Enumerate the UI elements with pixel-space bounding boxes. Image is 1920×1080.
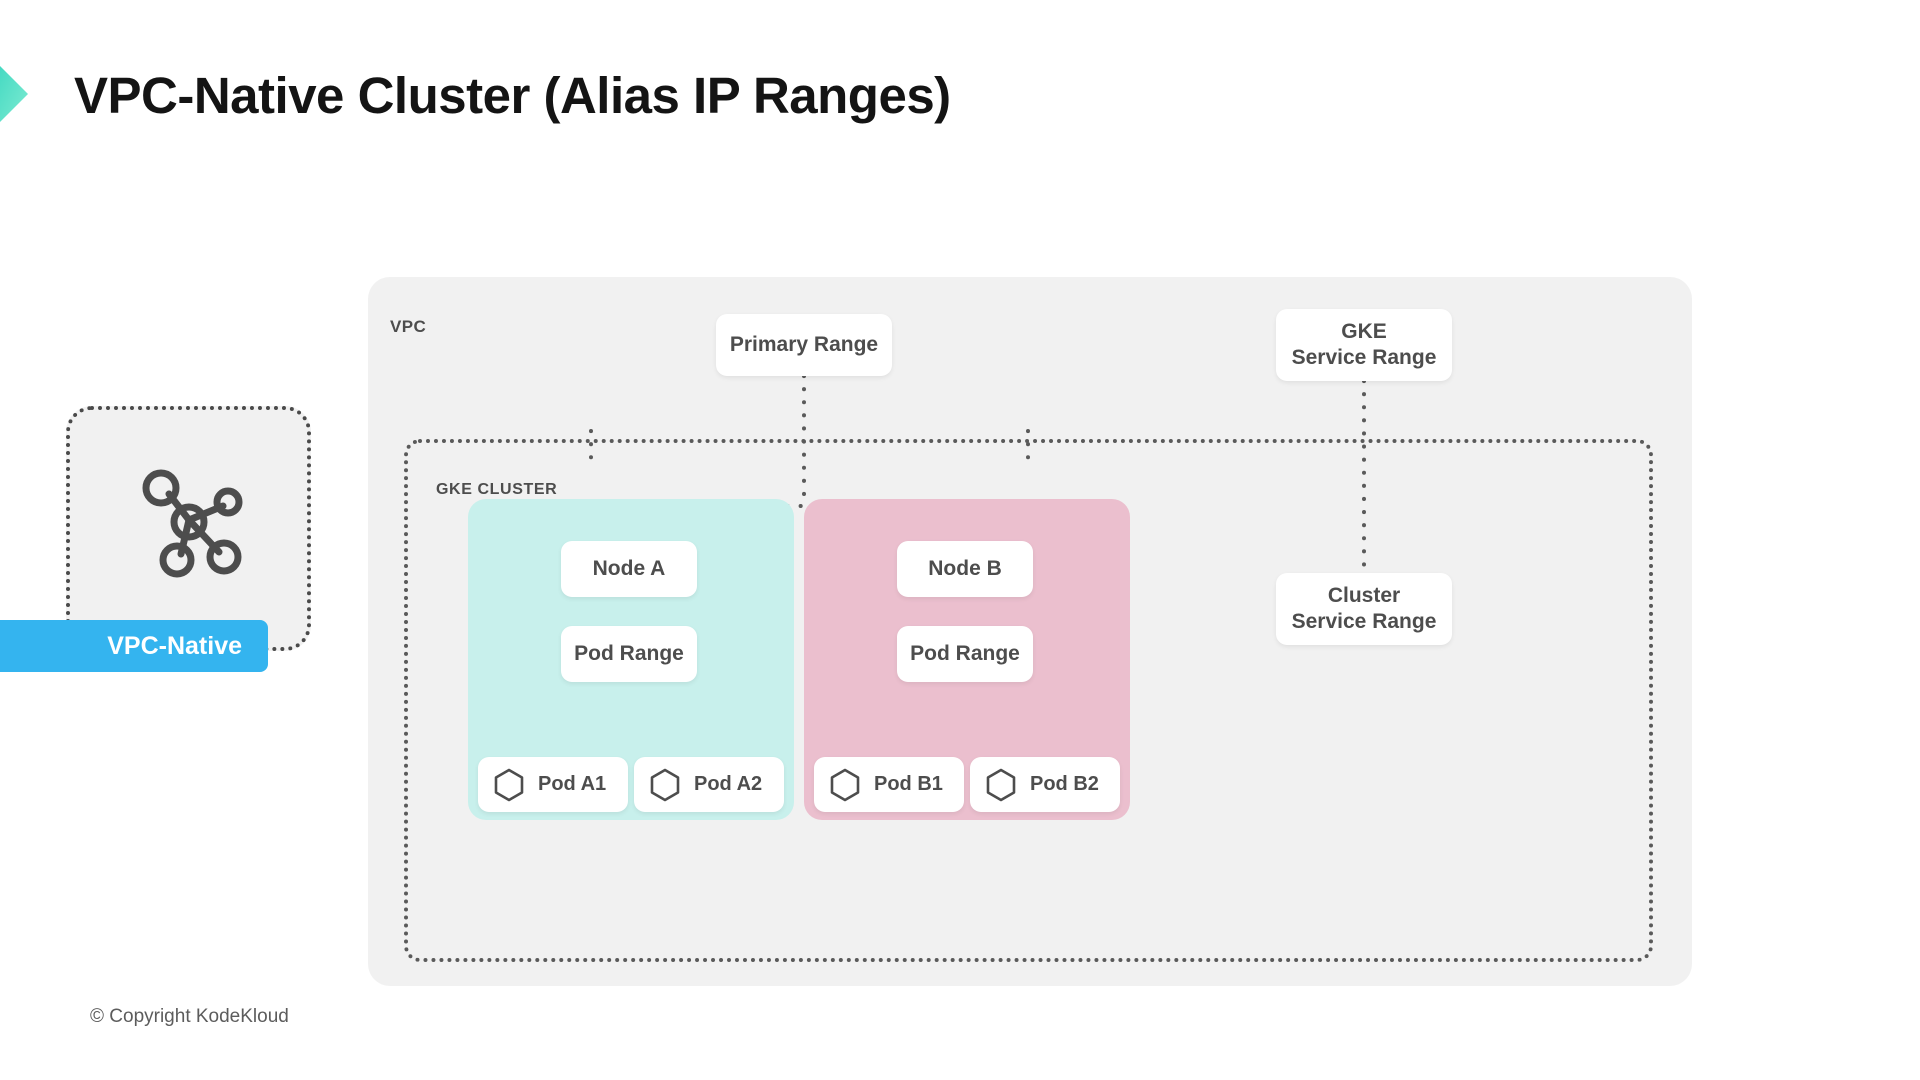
pod-a2-label: Pod A2 [694, 773, 763, 796]
hexagon-pod-icon [650, 768, 680, 801]
vpc-native-callout-card [66, 406, 311, 651]
hexagon-pod-icon [494, 768, 524, 801]
gke-service-range-box[interactable]: GKE Service Range [1276, 309, 1452, 381]
pod-range-a-box[interactable]: Pod Range [561, 626, 697, 682]
vpc-native-badge-label: VPC-Native [107, 631, 242, 660]
pod-range-b-box[interactable]: Pod Range [897, 626, 1033, 682]
gke-service-range-line2: Service Range [1291, 346, 1437, 369]
pod-a1-box[interactable]: Pod A1 [478, 757, 628, 812]
vpc-label: VPC [390, 317, 427, 336]
node-a-box[interactable]: Node A [561, 541, 697, 597]
cluster-service-range-line2: Service Range [1291, 610, 1437, 633]
node-b-box[interactable]: Node B [897, 541, 1033, 597]
node-zone-b: Node B Pod Range Pod B1 Pod B2 [804, 499, 1130, 820]
node-b-label: Node B [928, 557, 1002, 581]
cluster-service-range-line1: Cluster [1327, 584, 1401, 608]
gke-cluster-panel: GKE CLUSTER Node A Pod Range Pod A1 [404, 439, 1653, 962]
pod-range-a-label: Pod Range [574, 642, 684, 666]
vpc-native-badge[interactable]: VPC-Native [0, 620, 268, 672]
pod-b2-label: Pod B2 [1030, 773, 1099, 796]
hexagon-pod-icon [830, 768, 860, 801]
gke-cluster-label: GKE CLUSTER [436, 481, 558, 498]
page-title: VPC-Native Cluster (Alias IP Ranges) [74, 67, 951, 124]
node-zone-a: Node A Pod Range Pod A1 Pod A2 [468, 499, 794, 820]
primary-range-box[interactable]: Primary Range [716, 314, 892, 376]
copyright-footer: © Copyright KodeKloud [90, 1006, 289, 1027]
pod-b1-label: Pod B1 [874, 773, 943, 796]
pod-b2-box[interactable]: Pod B2 [970, 757, 1120, 812]
cluster-service-range-box[interactable]: Cluster Service Range [1276, 573, 1452, 645]
gke-service-range-label: GKE Service Range [1292, 319, 1437, 370]
chevron-right-icon [0, 66, 28, 122]
vpc-panel: VPC [368, 277, 1692, 986]
pod-b1-box[interactable]: Pod B1 [814, 757, 964, 812]
node-a-label: Node A [592, 557, 666, 581]
pod-a1-label: Pod A1 [538, 773, 607, 796]
network-graph-icon [142, 469, 242, 578]
pod-range-b-label: Pod Range [910, 642, 1020, 666]
primary-range-label: Primary Range [729, 333, 879, 357]
pod-a2-box[interactable]: Pod A2 [634, 757, 784, 812]
hexagon-pod-icon [986, 768, 1016, 801]
gke-service-range-line1: GKE [1341, 320, 1387, 344]
cluster-service-range-label: Cluster Service Range [1292, 583, 1437, 634]
